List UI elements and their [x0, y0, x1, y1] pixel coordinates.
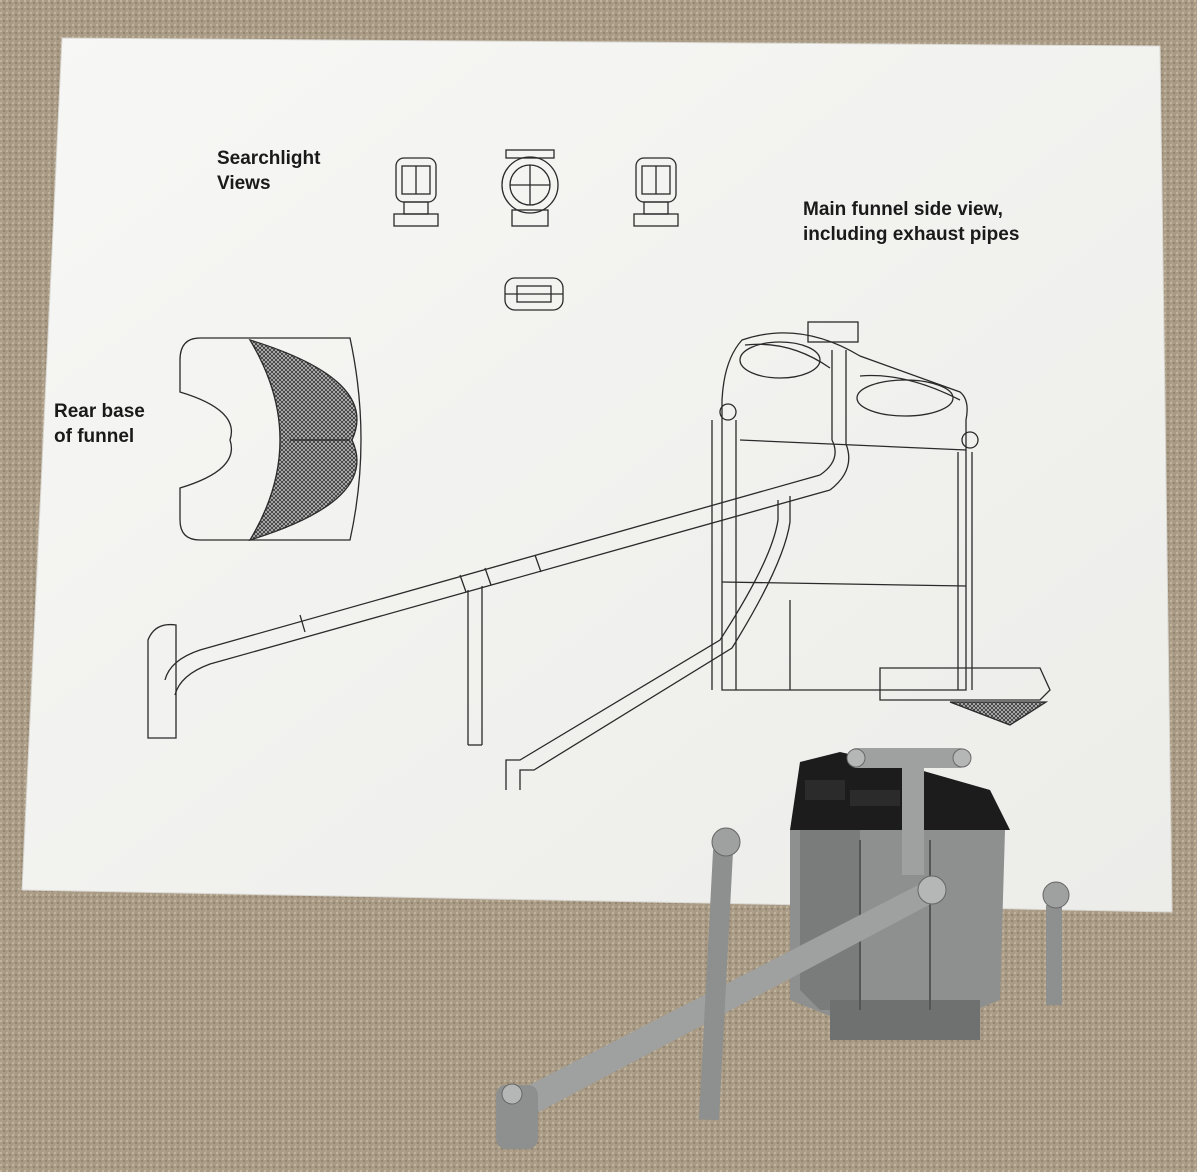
- searchlight-views-label-line-1: Searchlight: [217, 148, 321, 169]
- main-funnel-label-line-1: Main funnel side view,: [803, 199, 1003, 220]
- searchlight-views-label: Searchlight Views: [217, 146, 320, 196]
- rear-base-of-funnel-drawing: [179, 337, 362, 542]
- rear-base-label-line-1: Rear base: [54, 401, 145, 422]
- searchlight-top-view: [504, 277, 564, 311]
- rear-base-label: Rear base of funnel: [54, 399, 145, 449]
- main-funnel-label-line-2: including exhaust pipes: [803, 224, 1020, 245]
- paper-sheet: [21, 37, 1173, 913]
- lego-funnel-model: [496, 748, 1070, 1149]
- blueprint-drawings: [147, 149, 1051, 790]
- searchlight-side-view-right: [633, 157, 679, 227]
- main-funnel-drawing: [711, 332, 1051, 726]
- searchlight-front-view: [501, 149, 559, 227]
- searchlight-views-label-line-2: Views: [217, 173, 271, 194]
- searchlight-side-view-left: [393, 157, 439, 227]
- exhaust-pipe-drawing: [147, 321, 859, 790]
- main-funnel-label: Main funnel side view, including exhaust…: [803, 197, 1019, 247]
- rear-base-label-line-2: of funnel: [54, 426, 135, 447]
